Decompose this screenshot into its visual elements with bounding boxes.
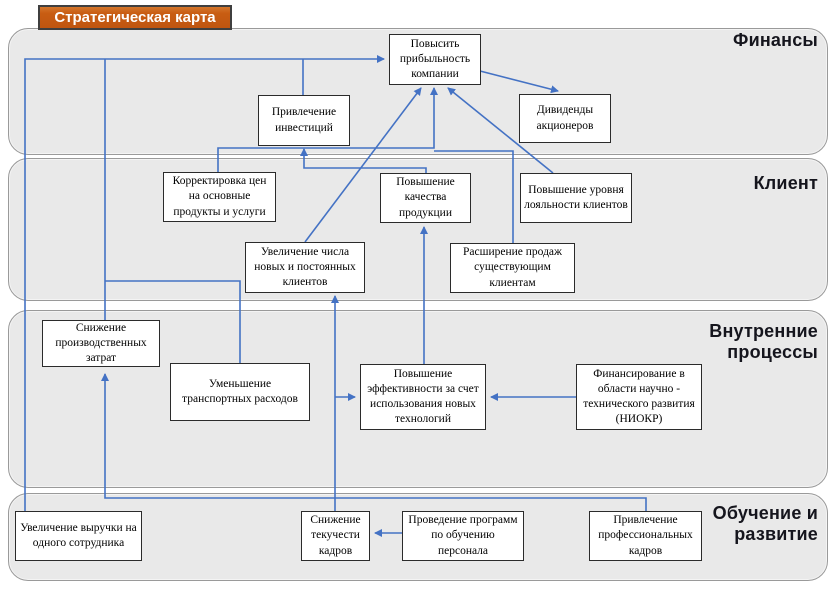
node-professional-staff-attraction: Привлечение профессиональных кадров (589, 511, 702, 561)
node-staff-turnover-reduction: Снижение текучести кадров (301, 511, 370, 561)
node-shareholder-dividends: Дивиденды акционеров (519, 94, 611, 143)
node-new-regular-customers-growth: Увеличение числа новых и постоянных клие… (245, 242, 365, 293)
title-badge-label: Стратегическая карта (54, 9, 216, 26)
band-label-internal: Внутренние процессы (709, 321, 818, 362)
node-customer-loyalty-increase: Повышение уровня лояльности клиентов (520, 173, 632, 223)
node-raise-company-profitability: Повысить прибыльность компании (389, 34, 481, 85)
node-product-quality-improvement: Повышение качества продукции (380, 173, 471, 223)
node-attract-investments: Привлечение инвестиций (258, 95, 350, 146)
title-badge: Стратегическая карта (38, 5, 232, 30)
band-label-client: Клиент (753, 173, 818, 193)
node-transport-cost-reduction: Уменьшение транспортных расходов (170, 363, 310, 421)
node-production-cost-reduction: Снижение производственных затрат (42, 320, 160, 367)
node-price-adjustment: Корректировка цен на основные продукты и… (163, 172, 276, 222)
band-label-finance: Финансы (733, 30, 818, 50)
node-rnd-financing: Финансирование в области научно - технич… (576, 364, 702, 430)
node-sales-expansion-existing-customers: Расширение продаж существующим клиентам (450, 243, 575, 293)
node-efficiency-via-new-technologies: Повышение эффективности за счет использо… (360, 364, 486, 430)
node-revenue-per-employee-growth: Увеличение выручки на одного сотрудника (15, 511, 142, 561)
band-label-learning: Обучение и развитие (712, 503, 818, 544)
node-staff-training-programs: Проведение программ по обучению персонал… (402, 511, 524, 561)
